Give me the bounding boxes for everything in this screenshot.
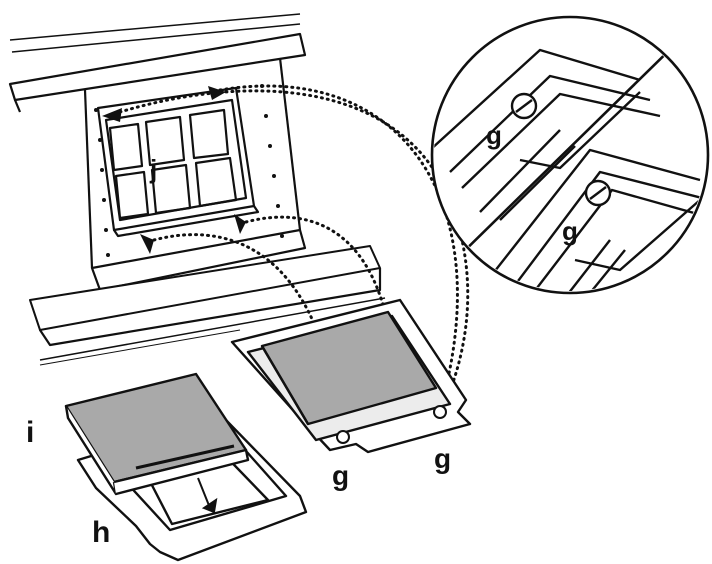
filter-pad bbox=[64, 372, 250, 496]
detail-bottom-label: g bbox=[562, 216, 578, 246]
arrowhead-icon bbox=[102, 86, 246, 254]
clip-hole-icon bbox=[336, 405, 447, 444]
filter-grid-label: j bbox=[149, 154, 157, 184]
filter-grid bbox=[96, 86, 260, 238]
arrowhead-icon bbox=[197, 477, 218, 514]
filter-frame-label: h bbox=[92, 516, 110, 549]
detail-circle-icon bbox=[430, 15, 710, 295]
clip-right-label: g bbox=[434, 443, 451, 474]
hood-body bbox=[8, 13, 386, 366]
clip-left-label: g bbox=[332, 460, 349, 491]
right-filter bbox=[230, 298, 472, 454]
filter-pad-label: i bbox=[26, 416, 34, 449]
detail-top-label: g bbox=[486, 120, 502, 150]
